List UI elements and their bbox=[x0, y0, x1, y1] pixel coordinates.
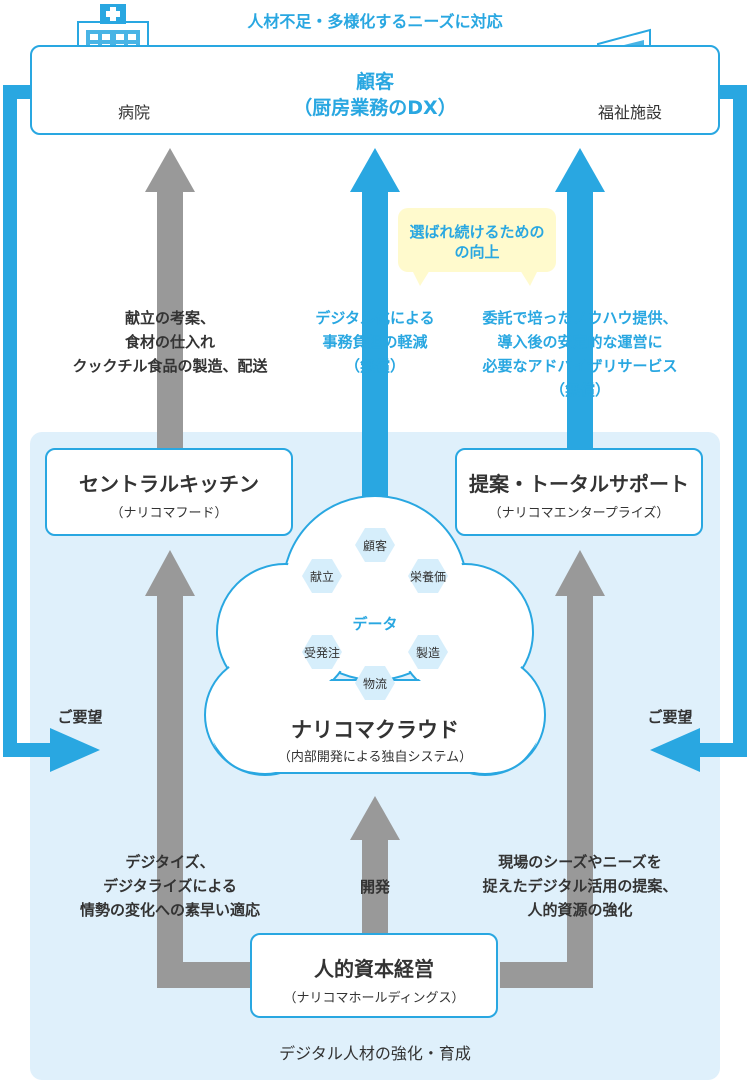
left-bottom-arrow-shaft bbox=[157, 590, 250, 988]
hex-customer bbox=[355, 528, 395, 562]
right-request-arrowhead bbox=[650, 728, 700, 772]
middle-top-arrow-head bbox=[350, 148, 400, 192]
right-request-line bbox=[700, 85, 747, 757]
speech-bubble bbox=[398, 208, 556, 286]
label-line: デジタル化による bbox=[315, 309, 435, 327]
cloud-subtitle: （内部開発による独自システム） bbox=[277, 750, 473, 765]
label-line: 必要なアドバイザリサービス bbox=[482, 357, 678, 375]
middle-bottom-arrow-label: 開発 bbox=[359, 878, 390, 896]
hex-manufacturing bbox=[408, 635, 448, 669]
welfare-label: 福祉施設 bbox=[597, 103, 662, 122]
left-bottom-arrow-label: デジタイズ、 デジタライズによる 情勢の変化への素早い適応 bbox=[40, 850, 300, 922]
hex-label-manufacturing: 製造 bbox=[415, 646, 440, 660]
hex-nutrition bbox=[408, 559, 448, 593]
right-top-arrow-head bbox=[555, 148, 605, 192]
hospital-label: 病院 bbox=[117, 103, 150, 122]
holdings-subtitle: （ナリコマホールディングス） bbox=[283, 991, 465, 1006]
label-line: 現場のシーズやニーズを bbox=[498, 853, 662, 871]
right-top-arrow-label: 委託で培ったノウハウ提供、 導入後の安定的な運営に 必要なアドバイザリサービス … bbox=[450, 306, 710, 402]
left-request-arrowhead bbox=[50, 728, 100, 772]
right-bottom-arrow-shaft bbox=[500, 590, 593, 988]
middle-bottom-arrow-shaft bbox=[362, 836, 388, 938]
middle-top-arrow-label: デジタル化による 事務負担の軽減 （無償） bbox=[275, 306, 475, 378]
total-support-box: 提案・トータルサポート （ナリコマエンタープライズ） bbox=[455, 448, 703, 536]
bubble-line-1: 選ばれ続けるための bbox=[409, 223, 545, 241]
customer-title: 顧客 bbox=[355, 71, 394, 93]
hex-label-ordering: 受発注 bbox=[303, 646, 340, 660]
label-line: クックチル食品の製造、配送 bbox=[72, 357, 268, 375]
label-line: （無償） bbox=[549, 381, 610, 399]
left-top-arrow-label: 献立の考案、 食材の仕入れ クックチル食品の製造、配送 bbox=[40, 306, 300, 378]
left-top-arrow-shaft bbox=[157, 188, 183, 454]
cloud-data-label: データ bbox=[352, 615, 398, 633]
footer-label: デジタル人材の強化・育成 bbox=[279, 1044, 471, 1063]
hex-menu bbox=[302, 559, 342, 593]
right-bottom-arrow-head bbox=[555, 550, 605, 596]
hex-logistics bbox=[355, 666, 395, 700]
label-line: 食材の仕入れ bbox=[124, 333, 215, 351]
holdings-box: 人的資本経営 （ナリコマホールディングス） bbox=[250, 933, 498, 1018]
bubble-text: 選ばれ続けるための の向上 bbox=[398, 222, 556, 262]
request-right-label: ご要望 bbox=[647, 708, 693, 726]
label-line: デジタイズ、 bbox=[125, 853, 215, 871]
total-support-title: 提案・トータルサポート bbox=[469, 472, 689, 496]
label-line: （無償） bbox=[344, 357, 405, 375]
hex-data-center bbox=[348, 600, 402, 646]
label-line: 事務負担の軽減 bbox=[322, 333, 428, 351]
central-kitchen-subtitle: （ナリコマフード） bbox=[110, 506, 228, 521]
label-line: 捉えたデジタル活用の提案、 bbox=[482, 877, 678, 895]
label-line: 委託で培ったノウハウ提供、 bbox=[482, 309, 678, 327]
request-left-label: ご要望 bbox=[57, 708, 103, 726]
left-bottom-arrow-head bbox=[145, 550, 195, 596]
customer-subtitle: （厨房業務のDX） bbox=[293, 97, 457, 119]
holdings-title: 人的資本経営 bbox=[314, 957, 434, 981]
central-kitchen-title: セントラルキッチン bbox=[79, 472, 259, 496]
hex-label-menu: 献立 bbox=[309, 570, 334, 584]
hex-ordering bbox=[302, 635, 342, 669]
hex-label-nutrition: 栄養価 bbox=[409, 570, 446, 584]
central-kitchen-box: セントラルキッチン （ナリコマフード） bbox=[45, 448, 293, 536]
customer-box: 顧客 （厨房業務のDX） 病院 福祉施設 bbox=[30, 45, 720, 135]
middle-bottom-arrow-head bbox=[350, 796, 400, 840]
hex-label-customer: 顧客 bbox=[362, 539, 387, 553]
label-line: 人的資源の強化 bbox=[527, 901, 633, 919]
label-line: 献立の考案、 bbox=[124, 309, 215, 327]
label-line: 情勢の変化への素早い適応 bbox=[79, 901, 260, 919]
middle-top-arrow-shaft bbox=[362, 188, 388, 518]
bubble-line-2: の向上 bbox=[454, 243, 500, 261]
right-bottom-arrow-label: 現場のシーズやニーズを 捉えたデジタル活用の提案、 人的資源の強化 bbox=[450, 850, 710, 922]
hex-label-logistics: 物流 bbox=[362, 677, 387, 691]
left-request-line bbox=[3, 85, 50, 757]
left-top-arrow-head bbox=[145, 148, 195, 192]
label-line: 導入後の安定的な運営に bbox=[497, 333, 663, 351]
right-top-arrow-shaft bbox=[567, 188, 593, 454]
cloud-title: ナリコマクラウド bbox=[291, 718, 459, 742]
label-line: デジタライズによる bbox=[103, 877, 237, 895]
top-banner: 人材不足・多様化するニーズに対応 bbox=[247, 12, 503, 31]
total-support-subtitle: （ナリコマエンタープライズ） bbox=[488, 506, 670, 521]
